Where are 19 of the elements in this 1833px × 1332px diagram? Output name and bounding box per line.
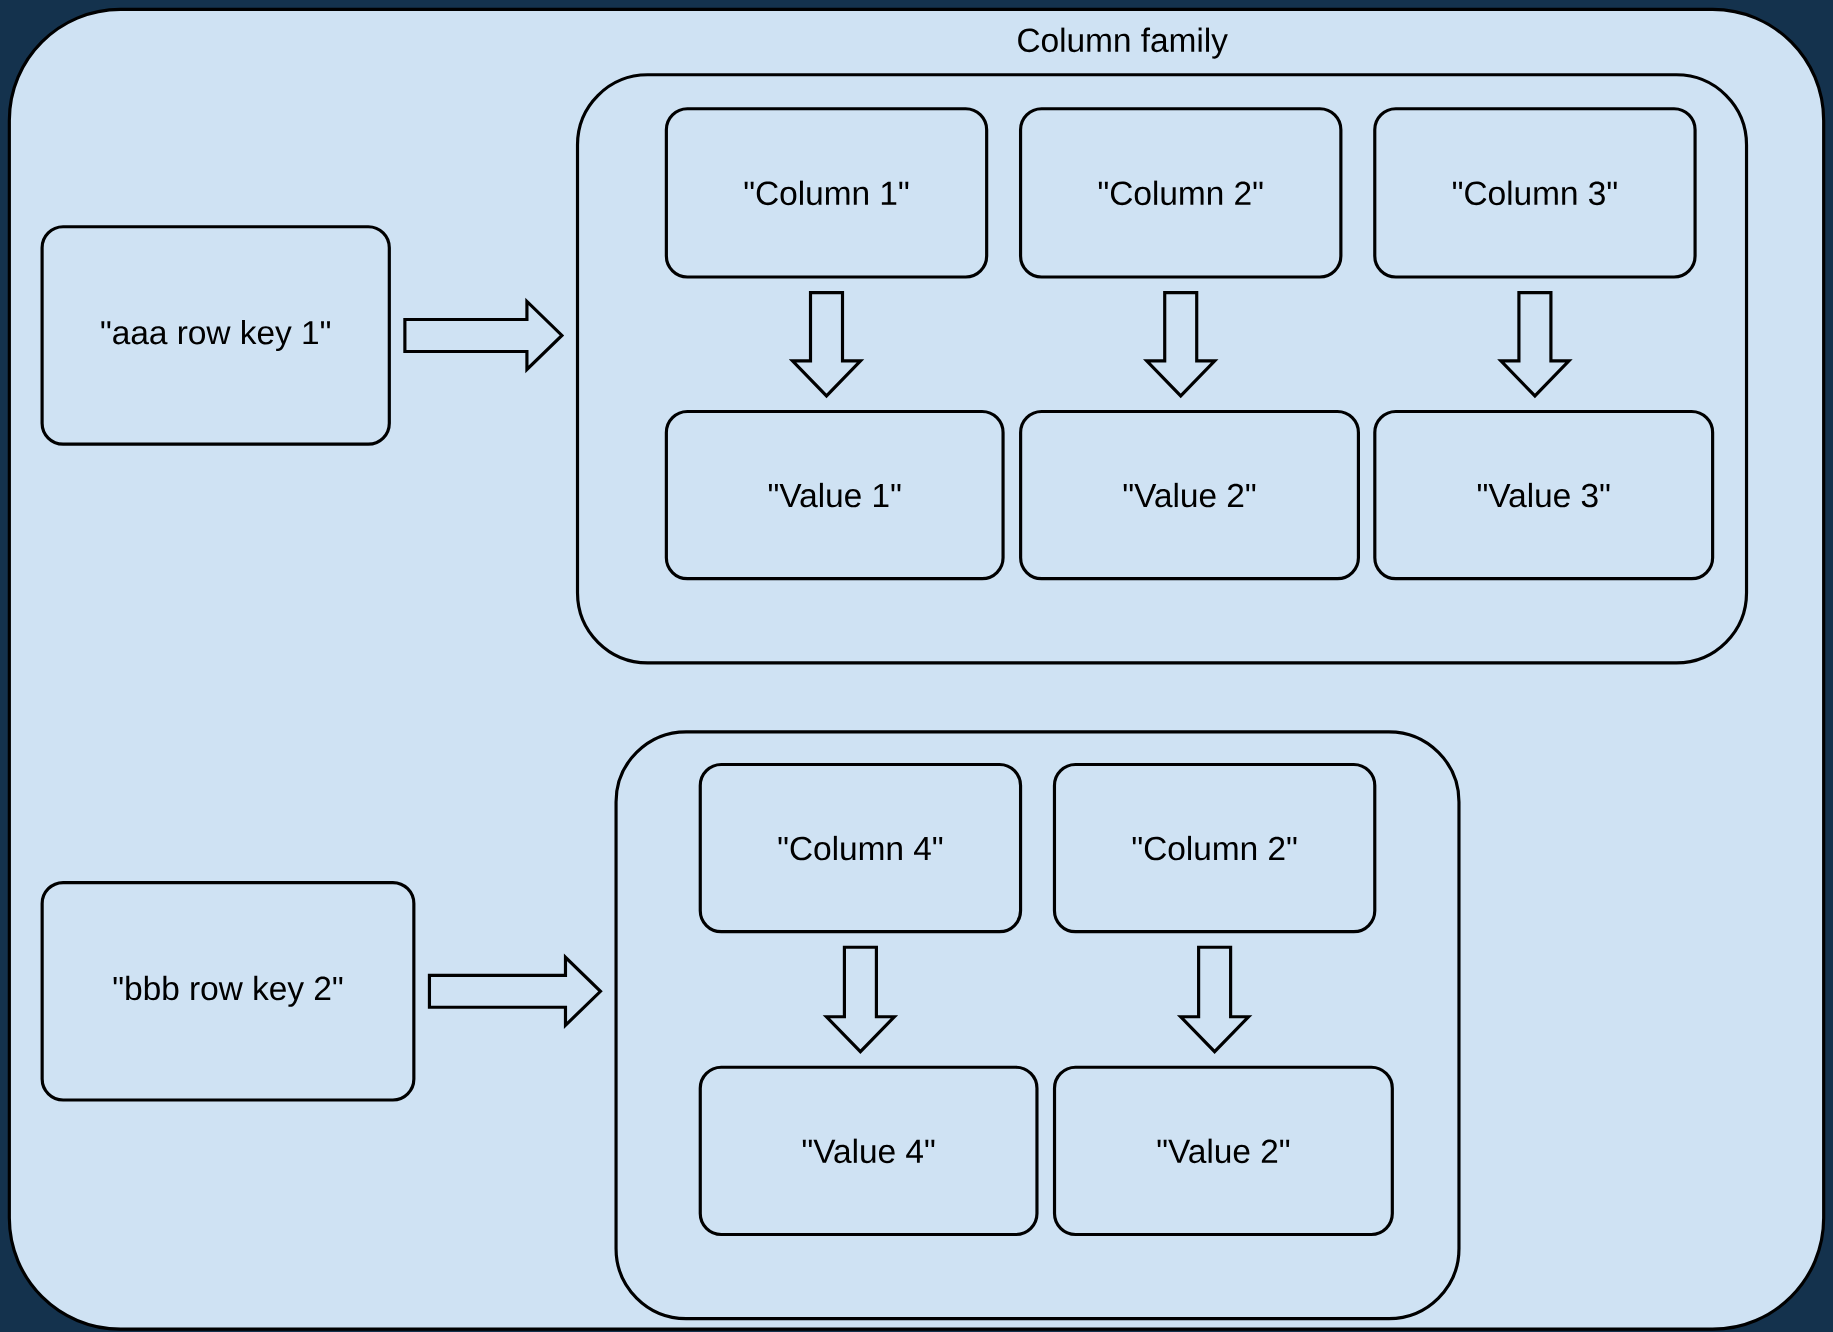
column-box: "Column 4"	[698, 762, 1023, 934]
value-box: "Value 3"	[1373, 409, 1715, 581]
column-box: "Column 1"	[664, 107, 989, 279]
column-box: "Column 2"	[1052, 762, 1377, 934]
value-box: "Value 1"	[664, 409, 1005, 581]
block-arrow	[1497, 291, 1573, 399]
column-box: "Column 3"	[1373, 107, 1697, 279]
column-box: "Column 2"	[1018, 107, 1343, 279]
key-box: "bbb row key 2"	[40, 881, 416, 1102]
block-arrow	[403, 297, 565, 374]
value-box: "Value 2"	[1052, 1065, 1394, 1237]
value-box: "Value 4"	[698, 1065, 1039, 1237]
block-arrow	[788, 291, 865, 399]
value-box: "Value 2"	[1019, 409, 1360, 581]
block-arrow	[822, 945, 899, 1054]
key-box: "aaa row key 1"	[40, 225, 391, 446]
block-arrow	[1176, 945, 1253, 1054]
block-arrow	[427, 953, 603, 1030]
block-arrow	[1143, 291, 1219, 399]
